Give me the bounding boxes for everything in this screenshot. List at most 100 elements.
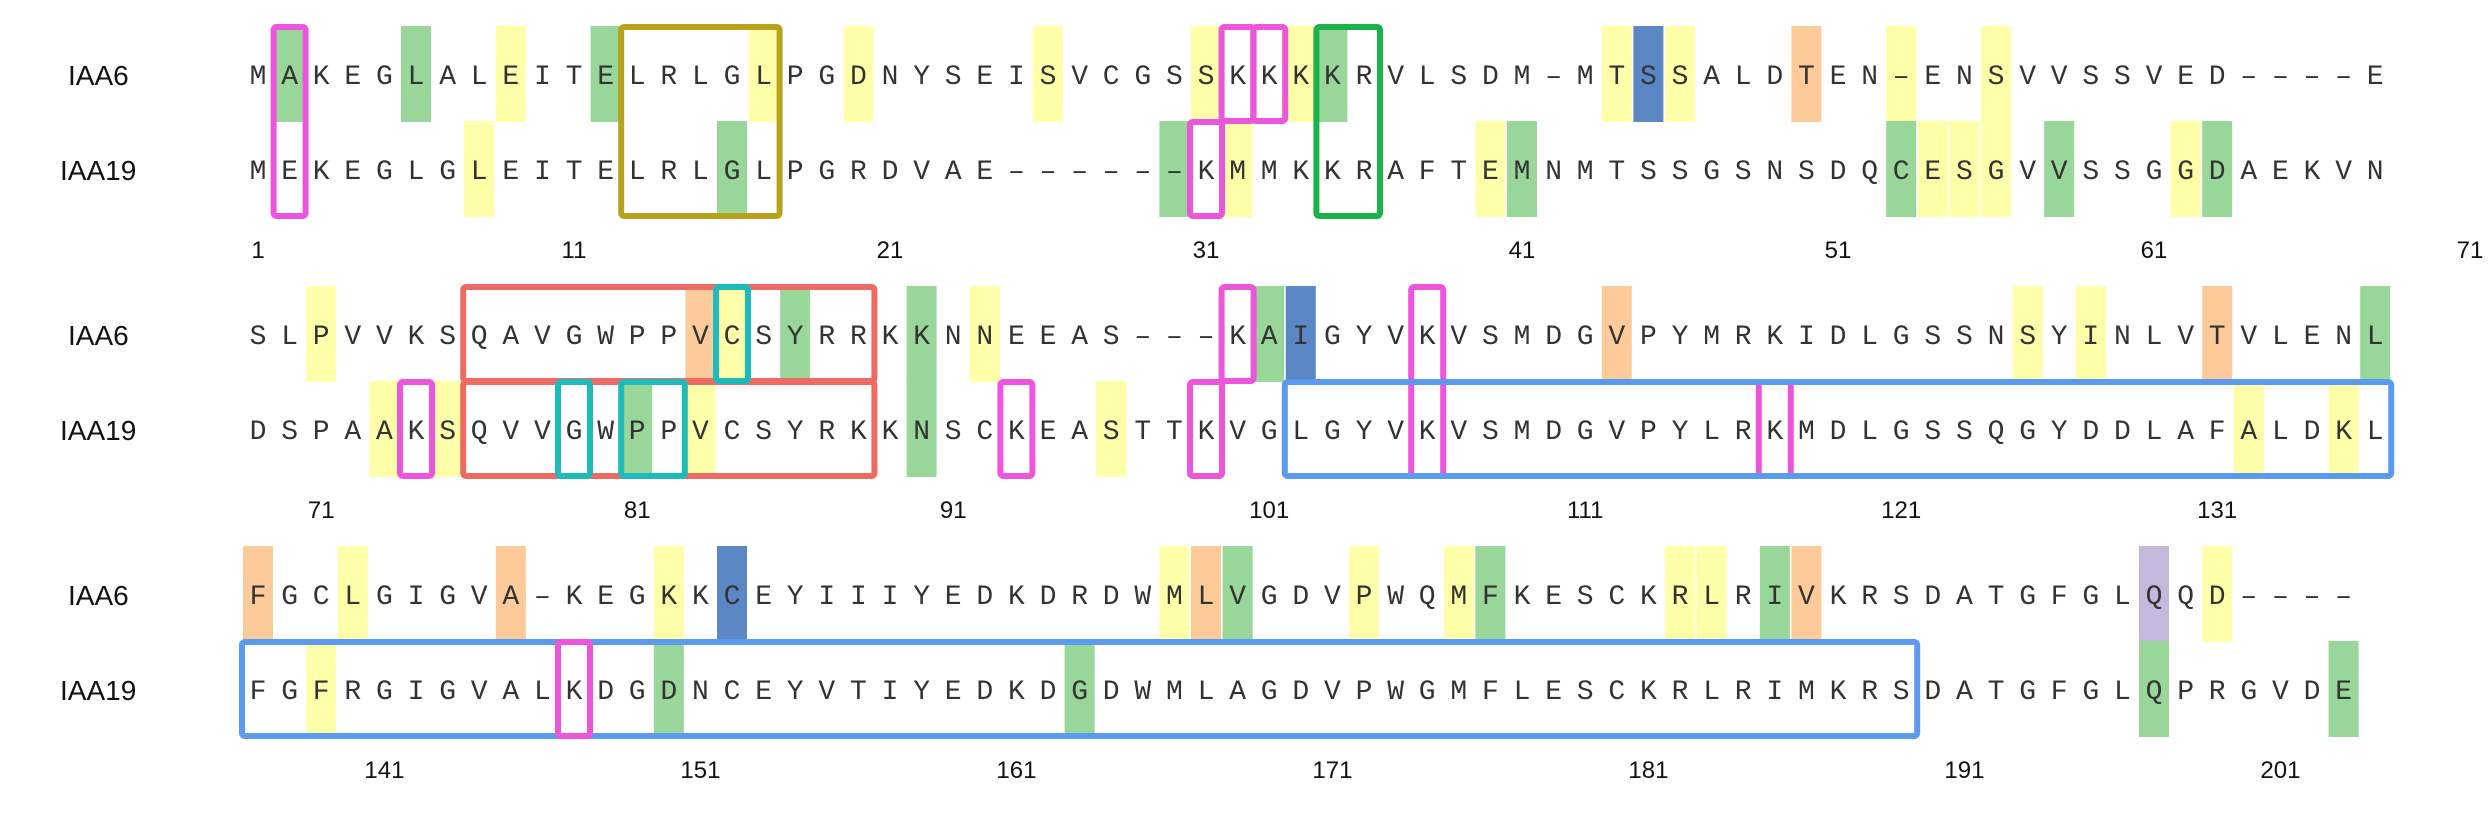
residue-letter: F <box>250 582 267 613</box>
residue-letter: V <box>2240 322 2257 353</box>
residue-highlight <box>1191 546 1221 642</box>
residue-letter: I <box>882 677 899 708</box>
residue-letter: K <box>1292 157 1309 188</box>
residue-highlight <box>2044 121 2075 217</box>
residue-letter: D <box>976 677 993 708</box>
residue-letter: K <box>313 62 330 93</box>
residue-letter: A <box>945 157 962 188</box>
residue-letter: A <box>1956 582 1973 613</box>
residue-letter: S <box>439 322 456 353</box>
residue-highlight <box>717 121 747 217</box>
residue-letter: M <box>1450 582 1467 613</box>
residue-letter: Q <box>1419 582 1436 613</box>
residue-letter: G <box>1261 677 1278 708</box>
residue-letter: K <box>2304 157 2321 188</box>
residue-letter: E <box>502 157 519 188</box>
residue-letter: V <box>1608 417 1625 448</box>
residue-letter: N <box>2335 322 2352 353</box>
residue-letter: V <box>692 417 709 448</box>
residue-letter: E <box>755 677 772 708</box>
residue-letter: D <box>2209 157 2226 188</box>
residue-letter: V <box>376 322 393 353</box>
residue-letter: M <box>1514 322 1531 353</box>
position-number: 181 <box>1628 757 1668 784</box>
residue-letter: R <box>660 62 677 93</box>
residue-letter: Y <box>2051 322 2068 353</box>
residue-letter: L <box>1703 417 1720 448</box>
position-number: 111 <box>1567 497 1603 524</box>
residue-letter: G <box>1324 417 1341 448</box>
residue-letter: S <box>1672 62 1689 93</box>
residue-highlight <box>1191 26 1221 122</box>
residue-letter: S <box>1640 157 1657 188</box>
residue-highlight <box>717 286 747 382</box>
residue-letter: Y <box>787 677 804 708</box>
residue-highlight <box>1222 546 1253 642</box>
residue-letter: F <box>313 677 330 708</box>
alignment-gap: – <box>2240 62 2257 93</box>
residue-highlight <box>780 286 811 382</box>
motif-box <box>997 379 1036 479</box>
residue-letter: S <box>2019 322 2036 353</box>
residue-letter: K <box>566 582 583 613</box>
residue-letter: D <box>1482 62 1499 93</box>
residue-letter: E <box>1830 62 1847 93</box>
residue-highlight <box>495 26 526 122</box>
residue-letter: C <box>976 417 993 448</box>
residue-letter: D <box>1924 582 1941 613</box>
residue-letter: Q <box>2146 582 2163 613</box>
residue-letter: T <box>1988 582 2005 613</box>
residue-letter: M <box>1514 62 1531 93</box>
residue-highlight <box>2233 381 2264 477</box>
residue-letter: L <box>1198 677 1215 708</box>
residue-letter: R <box>660 157 677 188</box>
residue-letter: Y <box>1356 417 1373 448</box>
position-number: 11 <box>562 237 587 264</box>
residue-letter: G <box>566 322 583 353</box>
position-number: 171 <box>1312 757 1352 784</box>
residue-letter: A <box>1261 322 1278 353</box>
residue-letter: S <box>1450 62 1467 93</box>
residue-letter: G <box>1071 677 1088 708</box>
residue-letter: A <box>1071 322 1088 353</box>
residue-letter: G <box>1419 677 1436 708</box>
residue-letter: K <box>566 677 583 708</box>
residue-letter: E <box>945 677 962 708</box>
residue-letter: F <box>2051 582 2068 613</box>
residue-letter: L <box>1198 582 1215 613</box>
residue-letter: G <box>2019 582 2036 613</box>
alignment-gap: – <box>1134 157 1151 188</box>
residue-letter: L <box>2146 322 2163 353</box>
alignment-gap: – <box>2335 62 2352 93</box>
residue-letter: G <box>818 62 835 93</box>
residue-letter: R <box>1672 582 1689 613</box>
residue-letter: A <box>502 322 519 353</box>
residue-letter: G <box>629 582 646 613</box>
residue-letter: S <box>281 417 298 448</box>
residue-letter: M <box>1450 677 1467 708</box>
residue-letter: S <box>1988 62 2005 93</box>
residue-letter: T <box>1988 677 2005 708</box>
residue-highlight <box>653 641 684 737</box>
residue-highlight <box>495 546 526 642</box>
residue-letter: P <box>313 417 330 448</box>
alignment-gap: – <box>534 582 551 613</box>
residue-letter: M <box>1798 417 1815 448</box>
residue-highlight <box>306 641 337 737</box>
residue-letter: K <box>408 322 425 353</box>
residue-letter: G <box>2146 157 2163 188</box>
residue-letter: G <box>2019 417 2036 448</box>
residue-letter: E <box>976 62 993 93</box>
residue-letter: G <box>1703 157 1720 188</box>
residue-letter: D <box>1924 677 1941 708</box>
sequence-labels: IAA6 IAA19 IAA6 IAA19 IAA6 IAA19 <box>60 60 136 706</box>
residue-letter: L <box>1419 62 1436 93</box>
residue-letter: F <box>1419 157 1436 188</box>
alignment-gap: – <box>1198 322 1215 353</box>
residue-letter: G <box>2082 677 2099 708</box>
residue-letter: M <box>250 157 267 188</box>
residue-letter: L <box>1861 322 1878 353</box>
residue-highlight <box>590 26 621 122</box>
residue-letter: D <box>1292 677 1309 708</box>
residue-letter: C <box>1608 582 1625 613</box>
